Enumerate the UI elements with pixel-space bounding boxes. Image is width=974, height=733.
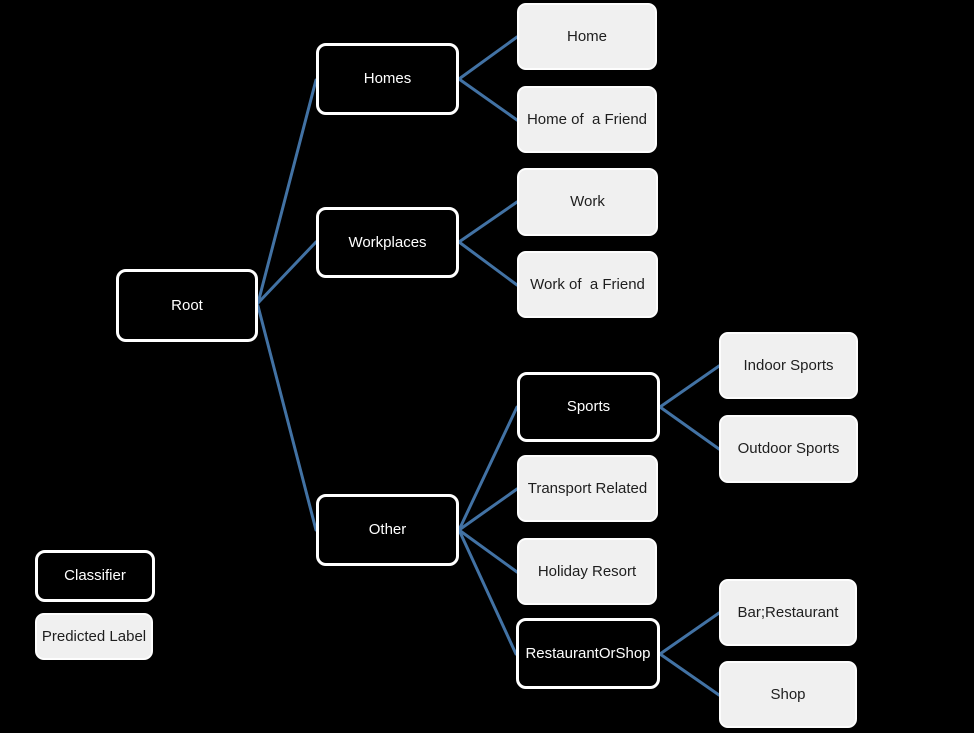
node-holiday-resort: Holiday Resort — [517, 538, 657, 605]
node-transport-related: Transport Related — [517, 455, 658, 522]
node-other: Other — [316, 494, 459, 566]
node-outdoor-sports: Outdoor Sports — [719, 415, 858, 483]
node-root: Root — [116, 269, 258, 342]
node-label: Root — [171, 296, 203, 314]
node-label: Holiday Resort — [537, 562, 637, 580]
edge-other-holiday-resort — [457, 528, 519, 574]
node-indoor-sports: Indoor Sports — [719, 332, 858, 399]
edge-other-restaurant-or-shop — [457, 528, 518, 656]
edge-restaurant-or-shop-bar-restaurant — [658, 611, 721, 656]
edge-workplaces-work — [457, 200, 519, 244]
node-label: Work — [570, 193, 605, 210]
edge-workplaces-work-of-a-friend — [457, 240, 519, 287]
node-workplaces: Workplaces — [316, 207, 459, 278]
node-home: Home — [517, 3, 657, 70]
node-label: Indoor Sports — [743, 356, 834, 374]
node-label: Workplaces — [348, 233, 427, 251]
node-label: Shop — [770, 685, 806, 703]
edge-other-transport-related — [457, 487, 519, 532]
node-label: Homes — [363, 70, 412, 87]
node-restaurant-or-shop: RestaurantOrShop — [516, 618, 660, 689]
node-label: Bar;Restaurant — [737, 603, 839, 621]
edge-root-other — [256, 304, 318, 532]
node-homes: Homes — [316, 43, 459, 115]
edge-sports-indoor-sports — [658, 364, 721, 409]
node-label: RestaurantOrShop — [525, 644, 651, 662]
node-label: Home of a Friend — [526, 110, 648, 128]
node-label: Sports — [566, 398, 611, 415]
legend-predicted-label-text: Predicted Label — [41, 627, 147, 645]
edge-homes-home-of-a-friend — [457, 77, 519, 122]
edge-sports-outdoor-sports — [658, 405, 721, 451]
legend-classifier-label: Classifier — [64, 567, 126, 584]
node-work-of-a-friend: Work of a Friend — [517, 251, 658, 318]
node-shop: Shop — [719, 661, 857, 728]
edge-root-workplaces — [256, 240, 318, 305]
edge-other-sports — [457, 405, 519, 532]
node-bar-restaurant: Bar;Restaurant — [719, 579, 857, 646]
node-home-of-a-friend: Home of a Friend — [517, 86, 657, 153]
edge-restaurant-or-shop-shop — [658, 652, 721, 697]
node-label: Other — [368, 521, 407, 538]
node-label: Work of a Friend — [530, 275, 645, 293]
legend-classifier: Classifier — [35, 550, 155, 602]
edge-root-homes — [256, 78, 318, 305]
node-label: Home — [566, 27, 607, 45]
edge-homes-home — [457, 35, 519, 81]
node-label: Transport Related — [527, 479, 648, 497]
legend-predicted-label: Predicted Label — [35, 613, 153, 660]
node-label: Outdoor Sports — [737, 440, 840, 457]
node-work: Work — [517, 168, 658, 236]
node-sports: Sports — [517, 372, 660, 442]
